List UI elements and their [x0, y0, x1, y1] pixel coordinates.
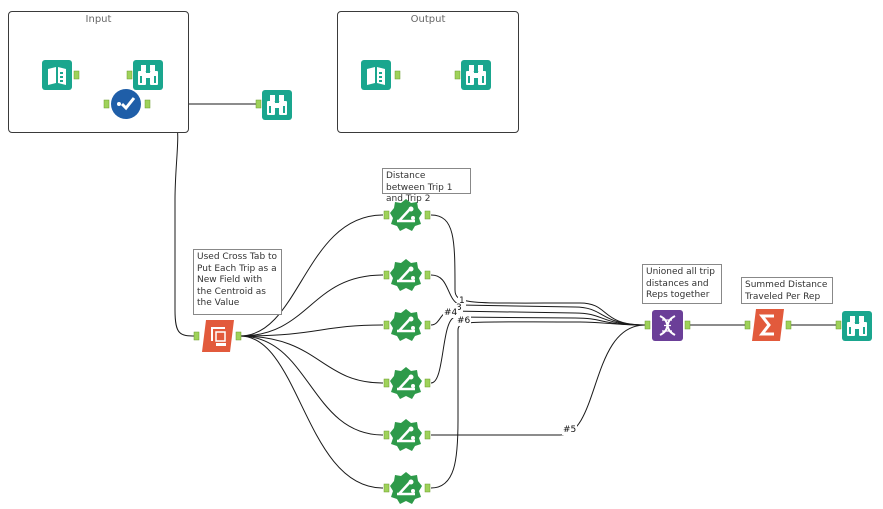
wire-dist1-to-union: [430, 214, 646, 326]
wire-crosstab-to-dist6: [239, 335, 384, 489]
browse-binoculars-icon: [842, 311, 872, 341]
summarize-sigma-icon: [752, 309, 784, 341]
wire-dist4-to-union: [430, 316, 646, 384]
browse-tool-final[interactable]: [842, 311, 872, 341]
distance-tool-5[interactable]: [390, 419, 422, 451]
comment-union[interactable]: Unioned all trip distances and Reps toge…: [642, 264, 722, 304]
distance-tool-icon: [390, 419, 422, 451]
wire-label-5: #5: [562, 425, 578, 435]
wire-dist2-to-union: [430, 274, 646, 326]
wire-dist3-to-union: [430, 310, 646, 326]
output-container-title: Output: [410, 14, 446, 25]
distance-tool-1[interactable]: [390, 199, 422, 231]
wire-label-6: #6: [456, 316, 472, 326]
input-container-title: Input: [85, 14, 112, 25]
union-tool[interactable]: [652, 310, 683, 341]
select-tool[interactable]: [111, 89, 141, 119]
output-input-data-tool[interactable]: [361, 60, 391, 90]
input-data-icon: [42, 60, 72, 90]
distance-tool-6[interactable]: [390, 472, 422, 504]
browse-binoculars-icon: [461, 60, 491, 90]
comment-crosstab[interactable]: Used Cross Tab to Put Each Trip as a New…: [193, 249, 282, 315]
distance-tool-3[interactable]: [390, 309, 422, 341]
wire-label-4: #4: [443, 308, 459, 318]
union-dna-icon: [652, 310, 683, 341]
select-checkmark-icon: [111, 89, 141, 119]
distance-tool-icon: [390, 199, 422, 231]
browse-tool-2[interactable]: [262, 90, 292, 120]
wire-label-1: 1: [458, 296, 466, 306]
cross-tab-tool[interactable]: [202, 320, 234, 352]
distance-tool-icon: [390, 472, 422, 504]
input-data-icon: [361, 60, 391, 90]
comment-summarize[interactable]: Summed Distance Traveled Per Rep: [741, 277, 833, 304]
distance-tool-4[interactable]: [390, 367, 422, 399]
comment-distance[interactable]: Distance between Trip 1 and Trip 2: [382, 168, 471, 204]
wire-crosstab-to-dist4: [239, 335, 384, 384]
browse-binoculars-icon: [262, 90, 292, 120]
distance-tool-icon: [390, 367, 422, 399]
summarize-tool[interactable]: [752, 309, 784, 341]
distance-tool-2[interactable]: [390, 259, 422, 291]
output-browse-tool[interactable]: [461, 60, 491, 90]
browse-tool-1[interactable]: [133, 60, 163, 90]
wire-crosstab-to-dist1: [239, 214, 384, 337]
distance-tool-icon: [390, 259, 422, 291]
wire-label-3: 3: [455, 303, 463, 313]
wire-crosstab-to-dist3: [239, 324, 384, 337]
browse-binoculars-icon: [133, 60, 163, 90]
wire-crosstab-to-dist2: [239, 274, 384, 337]
distance-tool-icon: [390, 309, 422, 341]
cross-tab-icon: [202, 320, 234, 352]
wire-crosstab-to-dist5: [239, 335, 384, 436]
input-data-tool[interactable]: [42, 60, 72, 90]
